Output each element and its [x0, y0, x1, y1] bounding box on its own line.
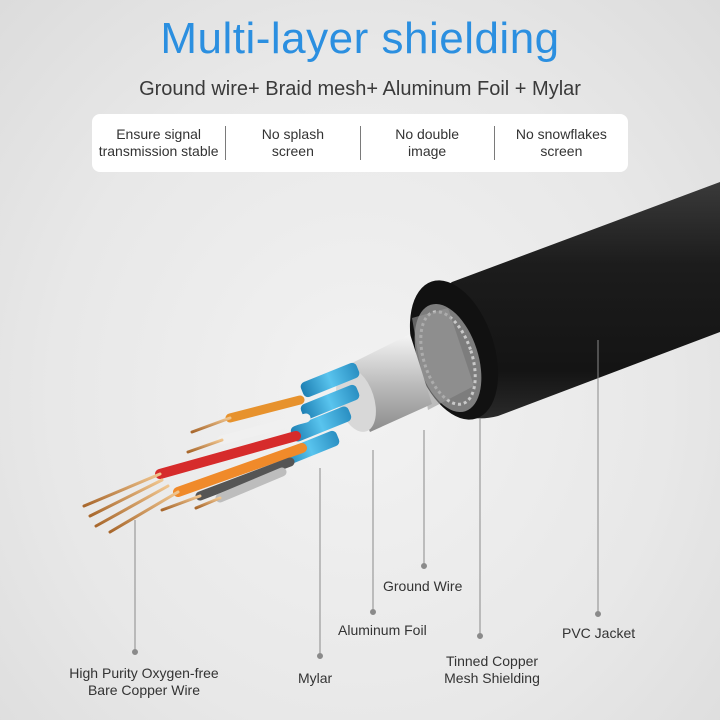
braid-mesh [412, 303, 482, 413]
label-tinned-copper: Tinned Copper Mesh Shielding [436, 653, 548, 687]
mylar-bands [280, 362, 360, 466]
feature-line: transmission stable [98, 143, 219, 159]
feature-no-snowflakes: No snowflakes screen [495, 126, 628, 160]
feature-no-double-image: No double image [361, 126, 494, 160]
label-line: Bare Copper Wire [87, 682, 201, 698]
feature-bar: Ensure signal transmission stable No spl… [92, 114, 628, 172]
page-title: Multi-layer shielding [160, 14, 560, 63]
feature-line: No splash [261, 126, 324, 142]
label-aluminum-foil: Aluminum Foil [338, 622, 427, 638]
feature-divider [359, 126, 361, 160]
label-ground-wire: Ground Wire [383, 578, 463, 594]
callout-lines [132, 340, 601, 659]
feature-line: No double [395, 126, 460, 142]
feature-line: No snowflakes [515, 126, 607, 142]
insulated-wires [155, 395, 311, 503]
label-line: Mesh Shielding [444, 670, 540, 686]
copper-strands [82, 416, 232, 534]
feature-signal-stable: Ensure signal transmission stable [92, 126, 225, 160]
feature-line: screen [271, 143, 314, 159]
feature-divider [493, 126, 495, 160]
label-copper-wire: High Purity Oxygen-free Bare Copper Wire [58, 665, 230, 699]
label-mylar: Mylar [298, 670, 333, 686]
feature-line: image [408, 143, 447, 159]
feature-line: screen [540, 143, 583, 159]
feature-divider [225, 126, 227, 160]
label-line: High Purity Oxygen-free [69, 665, 219, 681]
label-line: Tinned Copper [445, 653, 539, 669]
feature-no-splash: No splash screen [226, 126, 359, 160]
page-subtitle: Ground wire+ Braid mesh+ Aluminum Foil +… [139, 78, 581, 100]
label-pvc-jacket: PVC Jacket [562, 625, 636, 641]
feature-line: Ensure signal [116, 126, 202, 142]
